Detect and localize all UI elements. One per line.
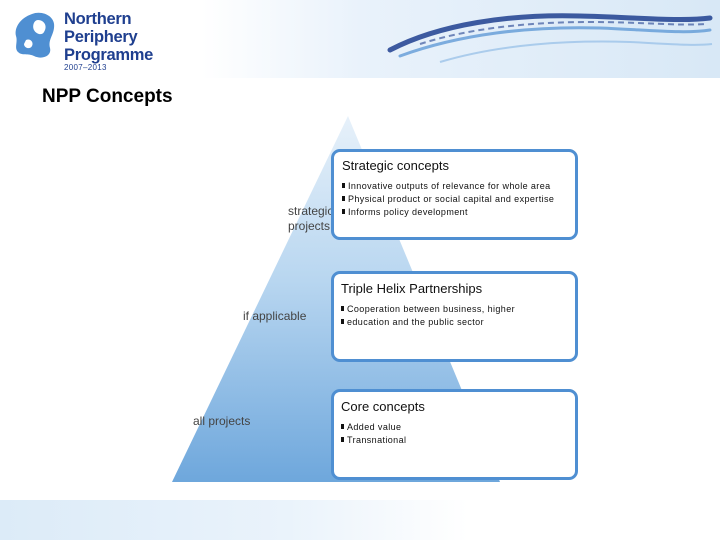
logo-wordmark: Northern Periphery Programme (64, 10, 153, 64)
core-concepts-title: Core concepts (341, 399, 425, 414)
pyramid-label-top-line-1: strategic (288, 204, 334, 218)
pyramid-label-bottom: all projects (193, 414, 251, 428)
list-item: Informs policy development (342, 206, 554, 219)
logo-line-1: Northern (64, 10, 132, 28)
triple-helix-list: Cooperation between business, higher edu… (341, 303, 515, 329)
npp-logo[interactable]: Northern Periphery Programme 2007–2013 (12, 8, 153, 76)
core-concepts-list: Added value Transnational (341, 421, 406, 447)
list-item: Added value (341, 421, 406, 434)
triple-helix-box: Triple Helix Partnerships Cooperation be… (331, 271, 578, 362)
pyramid-label-top-line-2: projects (288, 219, 331, 233)
pyramid-label-top: strategic projects (288, 204, 333, 234)
logo-mark-icon (15, 12, 55, 58)
list-item: Innovative outputs of relevance for whol… (342, 180, 554, 193)
pyramid-label-middle: if applicable (243, 309, 307, 323)
logo-line-2: Periphery (64, 28, 138, 46)
header-swirl-graphic (387, 13, 713, 63)
logo-line-3: Programme (64, 46, 154, 64)
list-item: Physical product or social capital and e… (342, 193, 554, 206)
triple-helix-title: Triple Helix Partnerships (341, 281, 483, 296)
core-concepts-box: Core concepts Added value Transnational (331, 389, 578, 480)
strategic-concepts-title: Strategic concepts (342, 158, 449, 173)
footer-band (0, 500, 720, 540)
strategic-concepts-box: Strategic concepts Innovative outputs of… (331, 149, 578, 240)
page-title: NPP Concepts (42, 86, 173, 107)
strategic-concepts-list: Innovative outputs of relevance for whol… (342, 180, 554, 219)
list-item: education and the public sector (341, 316, 515, 329)
list-item: Transnational (341, 434, 406, 447)
list-item: Cooperation between business, higher (341, 303, 515, 316)
logo-years: 2007–2013 (64, 63, 107, 72)
header-band (0, 0, 720, 78)
